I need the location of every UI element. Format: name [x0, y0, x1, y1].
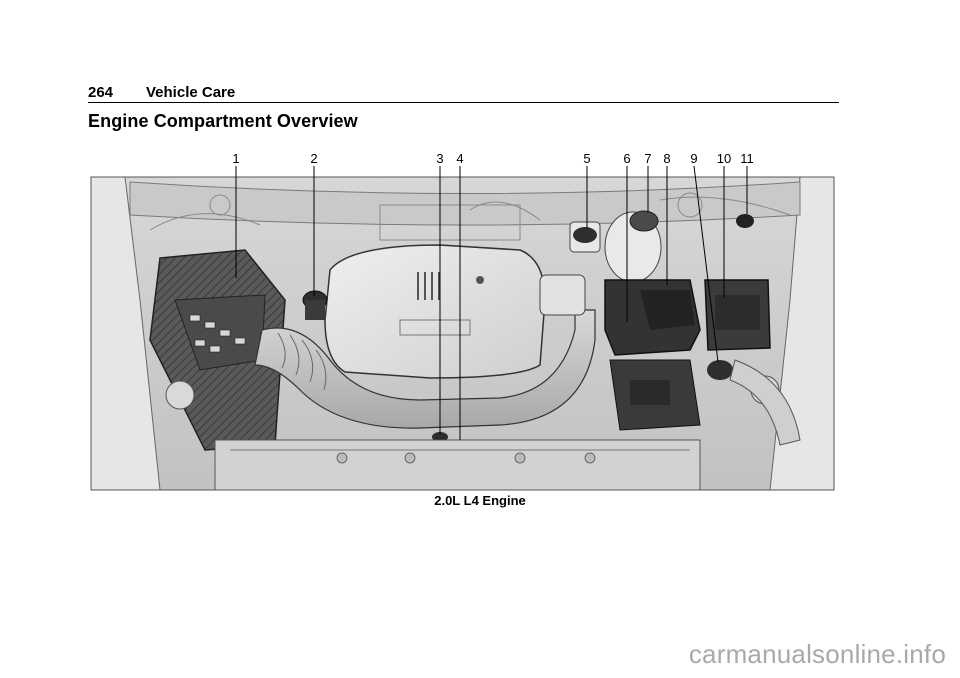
callout-5: 5: [583, 151, 591, 166]
washer-fluid-cap: [707, 360, 733, 380]
page-number: 264: [88, 84, 114, 101]
engine-cover: [324, 244, 546, 379]
callout-10: 10: [716, 151, 732, 166]
callout-6: 6: [623, 151, 631, 166]
callout-4: 4: [456, 151, 464, 166]
page-header: 264 Vehicle Care: [88, 84, 838, 101]
callout-11: 11: [740, 151, 754, 166]
callout-leaders: [235, 165, 748, 440]
callout-3: 3: [436, 151, 444, 166]
brake-fluid-cap: [573, 227, 597, 243]
header-rule: [88, 102, 839, 103]
callout-9: 9: [690, 151, 698, 166]
cap-11: [736, 214, 754, 228]
watermark: carmanualsonline.info: [688, 639, 946, 669]
callout-7: 7: [644, 151, 652, 166]
page-title: Engine Compartment Overview: [88, 111, 358, 131]
callout-2: 2: [310, 151, 318, 166]
callout-1: 1: [232, 151, 240, 166]
section-title: Vehicle Care: [146, 84, 236, 101]
intake-hose: [254, 309, 596, 429]
figure-caption: 2.0L L4 Engine: [434, 493, 526, 508]
callout-8: 8: [663, 151, 671, 166]
